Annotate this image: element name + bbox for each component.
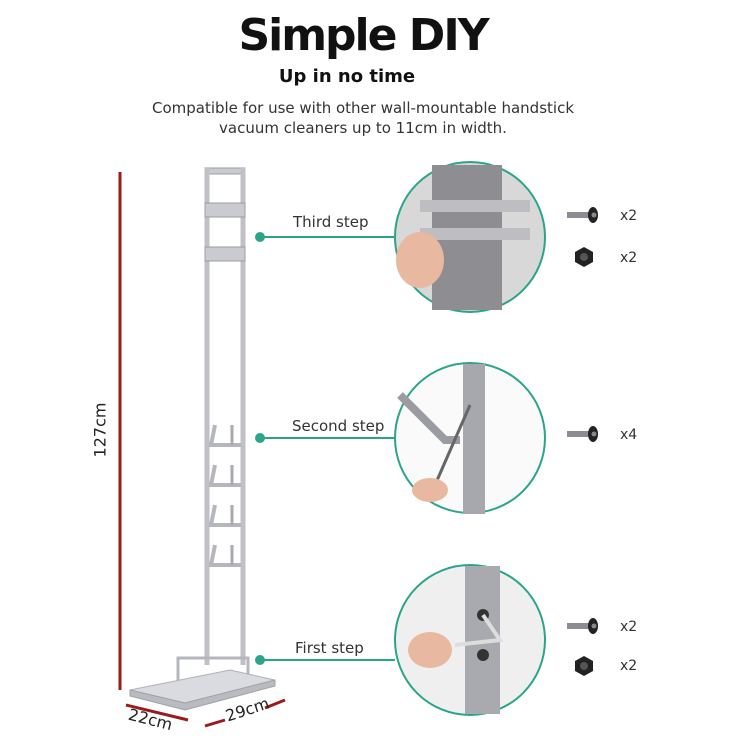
- width-dimension-line: [264, 698, 286, 710]
- step-label-second: Second step: [292, 417, 385, 435]
- description-line: Compatible for use with other wall-mount…: [151, 99, 575, 117]
- part-qty: x4: [620, 427, 638, 443]
- subtitle: Up in no time: [278, 66, 416, 87]
- step-label-first: First step: [295, 639, 364, 657]
- height-label: 127cm: [90, 402, 110, 458]
- detail-circle-first: [394, 564, 546, 716]
- depth-dimension-line: [125, 703, 189, 722]
- step-label-third: Third step: [293, 213, 369, 231]
- description: Compatible for use with other wall-mount…: [0, 98, 726, 138]
- part-qty: x2: [620, 208, 638, 224]
- step-connectors: [255, 232, 395, 665]
- description-line: vacuum cleaners up to 11cm in width.: [219, 119, 507, 137]
- detail-circle-second: [394, 362, 546, 514]
- stand: [129, 167, 276, 711]
- part-qty: x2: [620, 619, 638, 635]
- page-title: Simple DIY: [238, 10, 489, 61]
- part-qty: x2: [620, 250, 638, 266]
- part-qty: x2: [620, 658, 638, 674]
- detail-circle-third: [394, 161, 546, 313]
